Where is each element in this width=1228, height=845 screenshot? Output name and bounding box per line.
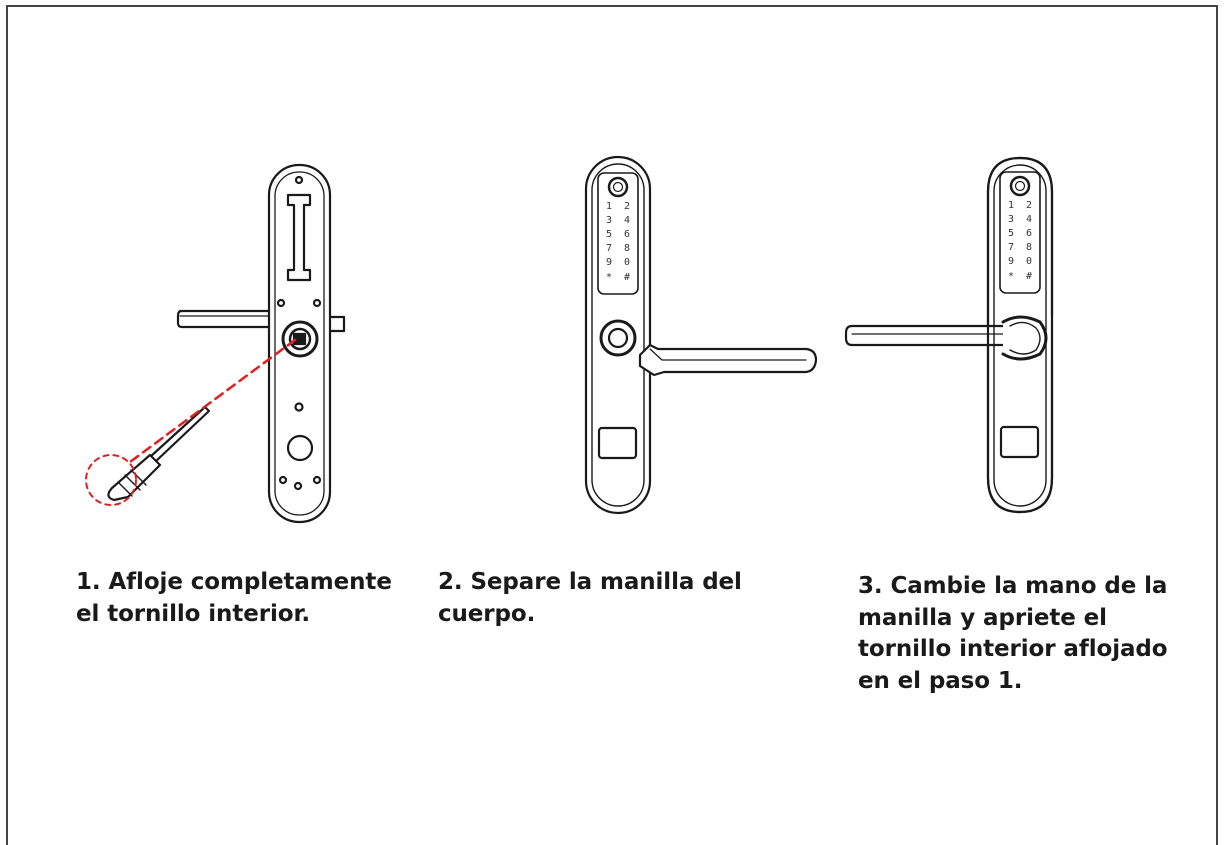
- svg-text:9: 9: [1008, 256, 1014, 267]
- screwdriver-icon: [107, 405, 211, 502]
- screw-hint: [85, 338, 297, 506]
- svg-text:8: 8: [1026, 242, 1032, 253]
- step-1-caption: 1. Afloje completamente el tornillo inte…: [76, 567, 426, 630]
- svg-text:5: 5: [1008, 228, 1014, 239]
- lever-handle-icon: [844, 324, 1012, 347]
- step-3-line-4: en el paso 1.: [858, 667, 1023, 694]
- svg-text:6: 6: [624, 229, 630, 240]
- svg-text:7: 7: [606, 243, 612, 254]
- fingerprint-reader-icon: [607, 176, 629, 198]
- step-3-line-2: manilla y apriete el: [858, 604, 1107, 631]
- svg-text:3: 3: [606, 215, 612, 226]
- card-reader-icon: [999, 425, 1040, 459]
- step-2-caption: 2. Separe la manilla del cuerpo.: [438, 567, 778, 630]
- lever-handle-icon: [638, 343, 818, 377]
- step1-illustration: [85, 163, 346, 524]
- svg-text:#: #: [624, 272, 630, 283]
- svg-text:5: 5: [606, 229, 612, 240]
- svg-text:2: 2: [1026, 200, 1032, 211]
- instruction-sheet: 1 2 3 4 5 6 7 8 9 0 * #: [6, 5, 1218, 845]
- smart-lock-front-icon: 1 2 3 4 5 6 7 8 9 0 * #: [584, 155, 652, 515]
- fingerprint-reader-icon: [1009, 175, 1031, 197]
- svg-text:#: #: [1026, 271, 1032, 282]
- svg-text:7: 7: [1008, 242, 1014, 253]
- svg-text:*: *: [606, 272, 612, 283]
- step-1-line-2: el tornillo interior.: [76, 600, 311, 627]
- svg-text:1: 1: [1008, 200, 1014, 211]
- page-frame: [6, 5, 1218, 845]
- svg-text:8: 8: [624, 243, 630, 254]
- svg-text:3: 3: [1008, 214, 1014, 225]
- step-2-line-2: cuerpo.: [438, 600, 536, 627]
- step3-illustration: 1 2 3 4 5 6 7 8 9 0 * #: [844, 156, 1054, 514]
- svg-text:2: 2: [624, 201, 630, 212]
- smart-lock-front-icon: 1 2 3 4 5 6 7 8 9 0 * #: [986, 156, 1054, 514]
- svg-text:4: 4: [624, 215, 630, 226]
- step-2-line-1: 2. Separe la manilla del: [438, 569, 742, 595]
- illustrations: 1 2 3 4 5 6 7 8 9 0 * #: [85, 155, 1054, 524]
- keypad-icon: 1 2 3 4 5 6 7 8 9 0 * #: [1008, 200, 1032, 282]
- card-reader-icon: [597, 426, 638, 460]
- svg-text:1: 1: [606, 201, 612, 212]
- step-1-line-1: 1. Afloje completamente: [76, 569, 392, 595]
- keypad-icon: 1 2 3 4 5 6 7 8 9 0 * #: [606, 201, 630, 283]
- svg-text:0: 0: [1026, 256, 1032, 267]
- step2-illustration: 1 2 3 4 5 6 7 8 9 0 * #: [584, 155, 818, 515]
- back-plate: [267, 163, 332, 524]
- step-3-line-1: 3. Cambie la mano de la: [858, 573, 1168, 599]
- svg-text:*: *: [1008, 271, 1014, 282]
- step-3-caption: 3. Cambie la mano de la manilla y apriet…: [858, 571, 1208, 697]
- svg-text:6: 6: [1026, 228, 1032, 239]
- svg-text:9: 9: [606, 257, 612, 268]
- step-3-line-3: tornillo interior aflojado: [858, 636, 1168, 662]
- svg-text:4: 4: [1026, 214, 1032, 225]
- svg-text:0: 0: [624, 257, 630, 268]
- step1-handle: [176, 309, 346, 333]
